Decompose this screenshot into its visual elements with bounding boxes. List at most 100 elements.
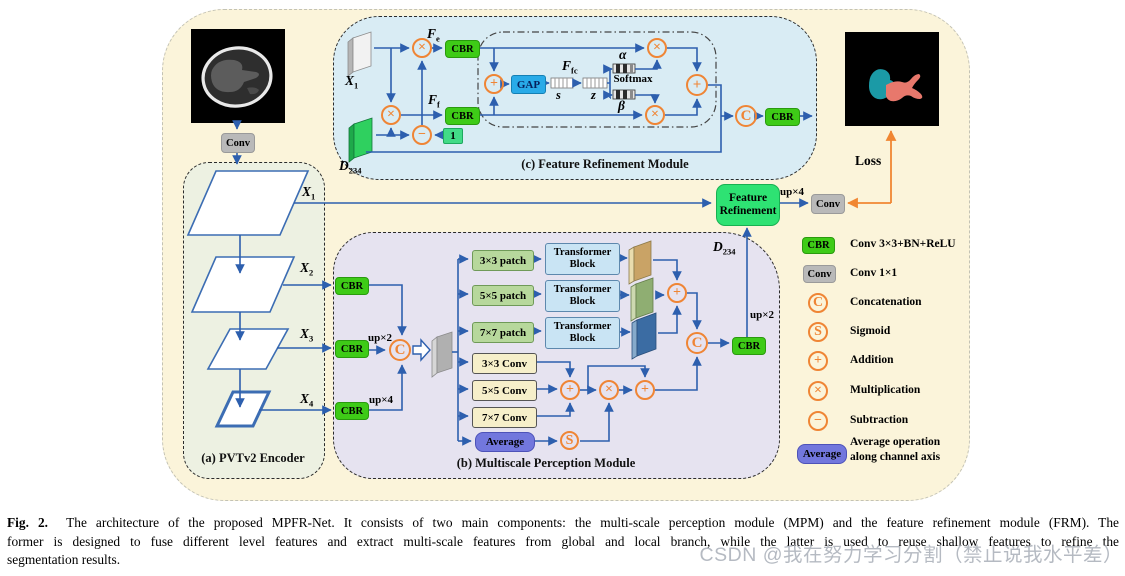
loss-label: Loss bbox=[855, 153, 882, 168]
mpm-blue-slab bbox=[631, 312, 657, 360]
caption-line-2: former is designed to fuse different lev… bbox=[7, 533, 1119, 549]
frm-title: (c) Feature Refinement Module bbox=[521, 157, 689, 171]
legend-subtract-icon: − bbox=[808, 411, 828, 431]
concat-op: C bbox=[735, 105, 757, 127]
csdn-watermark: CSDN @我在努力学习分割（禁止说我水平差） bbox=[699, 544, 1123, 566]
output-segmentation-image bbox=[845, 32, 939, 126]
average-box: Average bbox=[475, 432, 535, 452]
cbr-box: CBR bbox=[765, 108, 800, 126]
concat-op: C bbox=[389, 339, 411, 361]
mpm-input-slab bbox=[431, 331, 453, 378]
label-x3: X3 bbox=[300, 326, 314, 344]
caption-fig-label: Fig. 2. bbox=[7, 515, 49, 530]
label-x4: X4 bbox=[300, 391, 314, 409]
label-x2: X2 bbox=[300, 260, 314, 278]
mpm-title: (b) Multiscale Perception Module bbox=[456, 456, 636, 470]
output-conv-box: Conv bbox=[811, 194, 845, 214]
label-d234-mpm: D234 bbox=[713, 239, 736, 257]
encoder-stage-maps bbox=[186, 170, 310, 428]
conv-3x3-box: 3×3 Conv bbox=[472, 353, 537, 374]
label-x1-frm: X1 bbox=[345, 73, 359, 91]
legend-concat-desc: Concatenation bbox=[850, 296, 922, 308]
cbr-box: CBR bbox=[732, 337, 766, 355]
softmax-label: Softmax bbox=[613, 73, 653, 85]
cbr-box: CBR bbox=[445, 40, 480, 58]
label-ffc: Ffc bbox=[562, 58, 578, 76]
label-x1: X1 bbox=[302, 184, 316, 202]
block-arrow bbox=[412, 338, 431, 362]
legend-sigmoid-icon: S bbox=[808, 322, 828, 342]
label-z: z bbox=[591, 88, 596, 102]
cbr-box: CBR bbox=[335, 277, 369, 295]
caption-line-1: Fig. 2. The architecture of the proposed… bbox=[7, 515, 1119, 530]
multiply-op: × bbox=[381, 105, 401, 125]
label-alpha: α bbox=[619, 47, 627, 62]
vector-z bbox=[582, 77, 608, 89]
legend-sigmoid-desc: Sigmoid bbox=[850, 325, 891, 337]
feature-map-x4 bbox=[214, 390, 272, 428]
vector-s bbox=[550, 77, 574, 89]
conv-5x5-box: 5×5 Conv bbox=[472, 380, 537, 401]
input-ct-image bbox=[191, 29, 285, 123]
loss-arrows bbox=[847, 130, 897, 209]
multiply-op: × bbox=[645, 105, 665, 125]
feature-map-x2 bbox=[190, 256, 296, 313]
conv-7x7-box: 7×7 Conv bbox=[472, 407, 537, 428]
subtract-op: − bbox=[412, 125, 432, 145]
label-beta: β bbox=[618, 98, 625, 113]
patch-7x7-box: 7×7 patch bbox=[472, 322, 534, 343]
patch-5x5-box: 5×5 patch bbox=[472, 285, 534, 306]
legend-add-desc: Addition bbox=[850, 354, 894, 366]
label-s: s bbox=[556, 88, 561, 102]
up4-label: up×4 bbox=[780, 186, 805, 198]
frm-d234-slab bbox=[348, 117, 373, 163]
mpm-green-slab bbox=[630, 277, 654, 322]
add-op: + bbox=[560, 380, 580, 400]
sigmoid-op: S bbox=[560, 431, 579, 450]
up2-label: up×2 bbox=[750, 309, 775, 321]
legend-cbr-desc: Conv 3×3+BN+ReLU bbox=[850, 238, 956, 250]
mpm-tan-slab bbox=[628, 240, 652, 285]
blue-arrows bbox=[232, 43, 813, 446]
legend-subtract-desc: Subtraction bbox=[850, 414, 909, 426]
label-ff: Ff bbox=[428, 92, 440, 110]
legend-average-icon: Average bbox=[797, 444, 847, 464]
up4-label: up×4 bbox=[369, 394, 394, 406]
legend-concat-icon: C bbox=[808, 293, 828, 313]
label-fe: Fe bbox=[427, 26, 440, 44]
legend-add-icon: + bbox=[808, 351, 828, 371]
legend-conv-icon: Conv bbox=[803, 265, 836, 283]
legend-multiply-desc: Multiplication bbox=[850, 384, 921, 396]
caption-line-3: segmentation results. bbox=[7, 552, 121, 568]
legend-average-desc: Average operation along channel axis bbox=[850, 436, 941, 463]
multiply-op: × bbox=[647, 38, 667, 58]
vector-alpha bbox=[612, 63, 636, 74]
multiply-op: × bbox=[412, 38, 432, 58]
one-box: 1 bbox=[443, 128, 463, 144]
gap-box: GAP bbox=[511, 75, 546, 94]
up2-label: up×2 bbox=[368, 332, 393, 344]
feature-map-x1 bbox=[186, 170, 310, 236]
cbr-box: CBR bbox=[335, 402, 369, 420]
cbr-box: CBR bbox=[335, 340, 369, 358]
add-op: + bbox=[635, 380, 655, 400]
frm-x1-slab bbox=[347, 31, 372, 77]
input-conv-box: Conv bbox=[221, 133, 255, 153]
legend-cbr-icon: CBR bbox=[802, 237, 835, 254]
patch-3x3-box: 3×3 patch bbox=[472, 250, 534, 271]
add-op: + bbox=[667, 283, 687, 303]
legend-multiply-icon: × bbox=[808, 381, 828, 401]
add-op: + bbox=[686, 74, 708, 96]
frm-inner-attention-box bbox=[477, 31, 717, 128]
multiply-op: × bbox=[599, 380, 619, 400]
label-d234-frm: D234 bbox=[339, 158, 362, 176]
figure-caption: Fig. 2. The architecture of the proposed… bbox=[7, 514, 1119, 570]
encoder-title: (a) PVTv2 Encoder bbox=[201, 451, 305, 465]
add-op: + bbox=[484, 74, 504, 94]
